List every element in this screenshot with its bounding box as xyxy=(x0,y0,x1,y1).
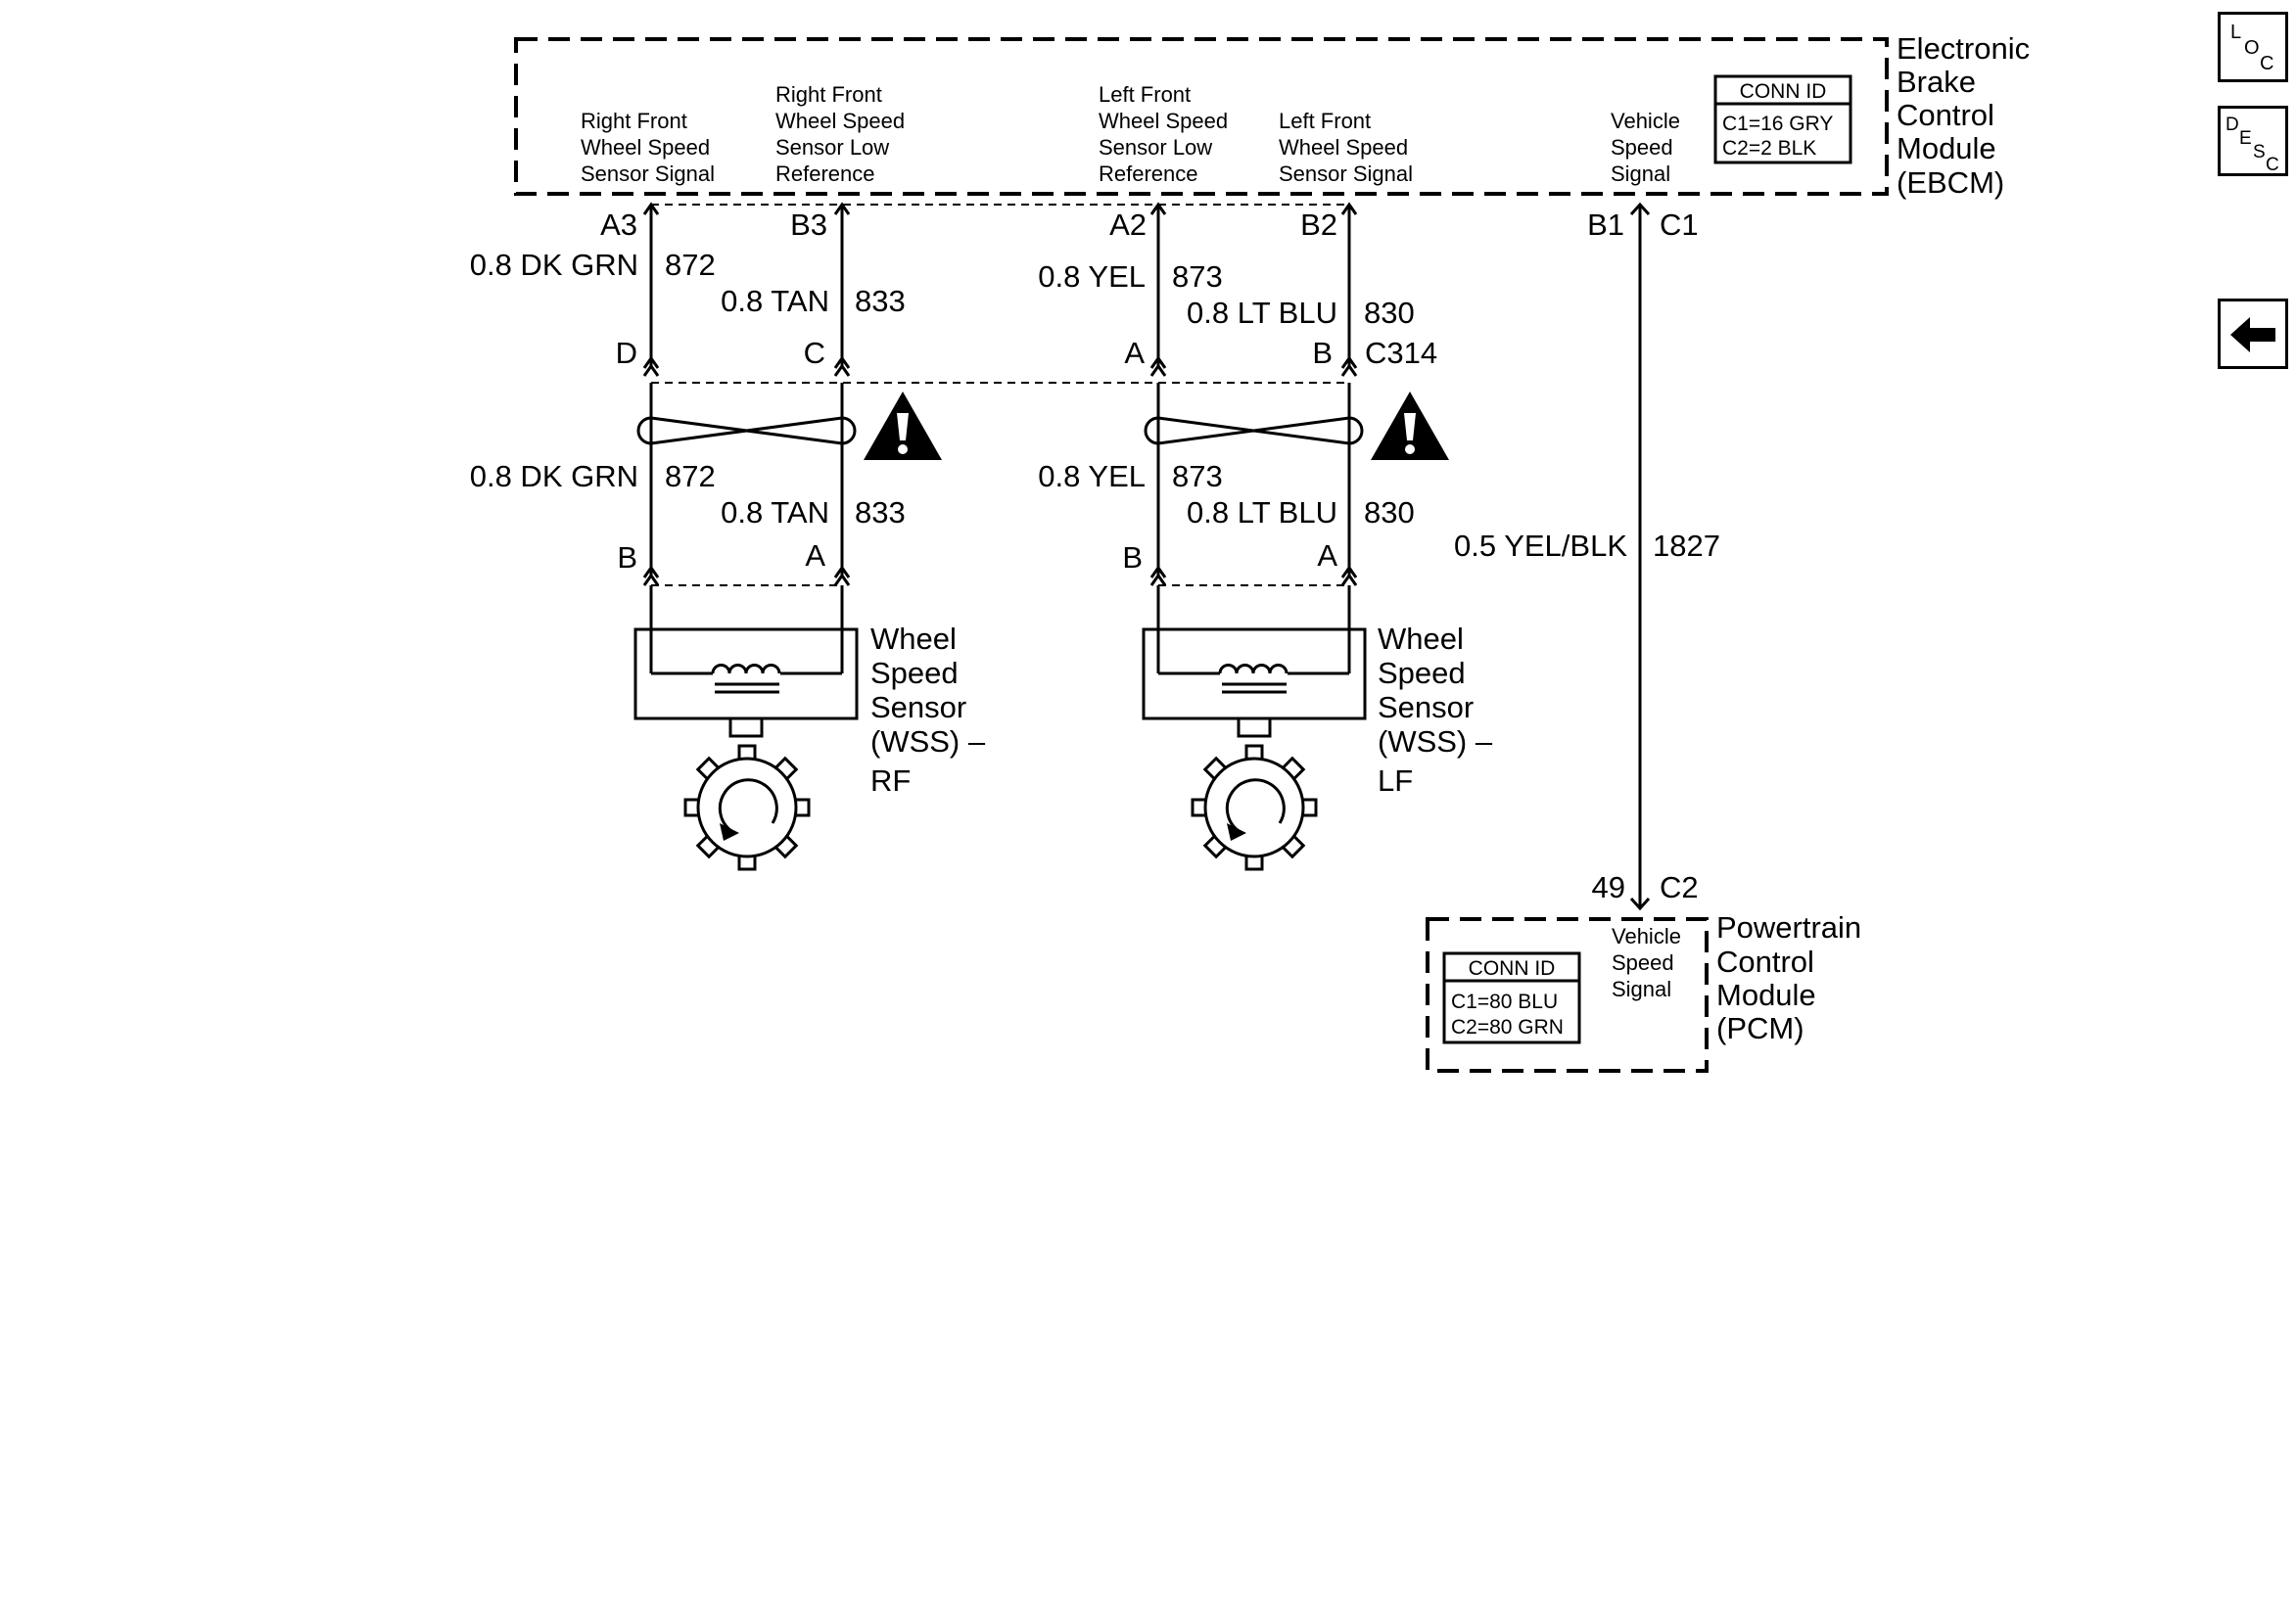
svg-text:D: D xyxy=(2226,115,2239,135)
wheel-speed-sensor-rf xyxy=(633,585,859,738)
ebcm-pin-b2: B2 xyxy=(1300,208,1337,242)
wheel-speed-sensor-lf-name: Wheel Speed Sensor (WSS) – LF xyxy=(1378,622,1501,798)
lf-sensor-pin-b: B xyxy=(1122,540,1143,575)
rf-low-wire xyxy=(833,202,851,377)
svg-text:L: L xyxy=(2230,22,2241,43)
pcm-outline xyxy=(1426,917,1709,1073)
c314-name: C314 xyxy=(1365,336,1437,370)
vss-wire-circuit: 1827 xyxy=(1653,529,1720,563)
ebcm-pin-b3: B3 xyxy=(790,208,827,242)
rf-signal-wire xyxy=(642,202,660,377)
svg-text:O: O xyxy=(2244,37,2260,59)
warning-icon xyxy=(1371,392,1449,460)
lf-low-wire-color: 0.8 YEL xyxy=(1038,259,1146,294)
c314-pin-b: B xyxy=(1312,336,1333,370)
rf-sensor-pin-a: A xyxy=(805,538,825,573)
lf-low-wire xyxy=(1149,202,1167,377)
ebcm-pin-a3: A3 xyxy=(600,208,637,242)
desc-button[interactable]: D E S C xyxy=(2218,106,2288,176)
ebcm-pin-desc-rf-signal: Right Front Wheel Speed Sensor Signal xyxy=(581,109,716,186)
wheel-speed-sensor-lf xyxy=(1142,585,1367,738)
ebcm-name: Electronic Brake Control Module (EBCM) xyxy=(1897,31,2038,200)
pcm-conn-c1: C1=80 BLU xyxy=(1451,991,1558,1013)
ebcm-module: Electronic Brake Control Module (EBCM) C… xyxy=(514,31,2038,200)
lf-signal-wire-color-lower: 0.8 LT BLU xyxy=(1187,495,1337,530)
gear-icon xyxy=(683,744,811,871)
lf-twisted-pair xyxy=(1144,383,1364,586)
lf-low-wire-circuit-lower: 873 xyxy=(1172,459,1223,493)
lf-low-wire-circuit: 873 xyxy=(1172,259,1223,294)
arrow-left-icon xyxy=(2230,317,2275,352)
svg-text:C: C xyxy=(2260,53,2273,74)
rf-sensor-pin-b: B xyxy=(617,540,637,575)
vss-wire-color: 0.5 YEL/BLK xyxy=(1454,529,1627,563)
pcm-conn-c2: C2=80 GRN xyxy=(1451,1016,1564,1039)
pcm-module: 49 C2 CONN ID C1=80 BLU C2=80 GRN Vehicl… xyxy=(1426,870,1870,1073)
svg-text:E: E xyxy=(2239,128,2252,149)
rf-signal-wire-color: 0.8 DK GRN xyxy=(470,248,638,282)
svg-text:C: C xyxy=(2266,155,2279,173)
desc-icon: D E S C xyxy=(2226,115,2279,173)
ebcm-conn-c1: C1=16 GRY xyxy=(1722,113,1833,135)
pcm-pin-c2: C2 xyxy=(1660,870,1699,904)
c314-pin-c: C xyxy=(804,336,825,370)
rf-low-wire-circuit: 833 xyxy=(855,284,906,318)
c314-pin-d: D xyxy=(616,336,637,370)
vss-wire xyxy=(1629,202,1651,911)
loc-icon: L O C xyxy=(2230,22,2273,74)
ebcm-conn-id-title: CONN ID xyxy=(1740,80,1827,103)
wheel-speed-sensor-rf-name: Wheel Speed Sensor (WSS) – RF xyxy=(870,622,994,798)
ebcm-conn-c2: C2=2 BLK xyxy=(1722,137,1816,160)
c314-pin-a: A xyxy=(1124,336,1145,370)
ebcm-pin-a2: A2 xyxy=(1109,208,1147,242)
rf-low-wire-circuit-lower: 833 xyxy=(855,495,906,530)
pcm-pin-49: 49 xyxy=(1592,870,1625,904)
lf-signal-wire-circuit: 830 xyxy=(1364,296,1415,330)
warning-icon xyxy=(864,392,942,460)
ebcm-pin-desc-vss: Vehicle Speed Signal xyxy=(1611,109,1686,186)
ebcm-pin-desc-lf-low: Left Front Wheel Speed Sensor Low Refere… xyxy=(1099,82,1234,186)
lf-signal-wire xyxy=(1340,202,1358,377)
ebcm-outline xyxy=(514,37,1889,196)
lf-signal-wire-circuit-lower: 830 xyxy=(1364,495,1415,530)
ebcm-pin-c1: C1 xyxy=(1660,208,1699,242)
back-button[interactable] xyxy=(2218,299,2288,369)
rf-low-wire-color: 0.8 TAN xyxy=(721,284,829,318)
rf-signal-wire-circuit: 872 xyxy=(665,248,716,282)
ebcm-pin-desc-rf-low: Right Front Wheel Speed Sensor Low Refer… xyxy=(775,82,911,186)
rf-signal-wire-circuit-lower: 872 xyxy=(665,459,716,493)
pcm-conn-id-title: CONN ID xyxy=(1469,957,1556,980)
lf-sensor-pin-a: A xyxy=(1317,538,1337,573)
gear-icon xyxy=(1191,744,1318,871)
lf-signal-wire-color: 0.8 LT BLU xyxy=(1187,296,1337,330)
rf-twisted-pair xyxy=(636,383,857,586)
ebcm-pin-b1: B1 xyxy=(1587,208,1624,242)
ebcm-conn-id-box: CONN ID C1=16 GRY C2=2 BLK xyxy=(1713,74,1852,164)
svg-text:S: S xyxy=(2253,142,2266,162)
lf-low-wire-color-lower: 0.8 YEL xyxy=(1038,459,1146,493)
rf-low-wire-color-lower: 0.8 TAN xyxy=(721,495,829,530)
rf-signal-wire-color-lower: 0.8 DK GRN xyxy=(470,459,638,493)
loc-button[interactable]: L O C xyxy=(2218,12,2288,82)
pcm-pin-desc-vss: Vehicle Speed Signal xyxy=(1612,924,1687,1001)
pcm-conn-id-box: CONN ID C1=80 BLU C2=80 GRN xyxy=(1442,951,1581,1044)
ebcm-pin-desc-lf-signal: Left Front Wheel Speed Sensor Signal xyxy=(1279,109,1414,186)
pcm-name: Powertrain Control Module (PCM) xyxy=(1716,910,1870,1045)
